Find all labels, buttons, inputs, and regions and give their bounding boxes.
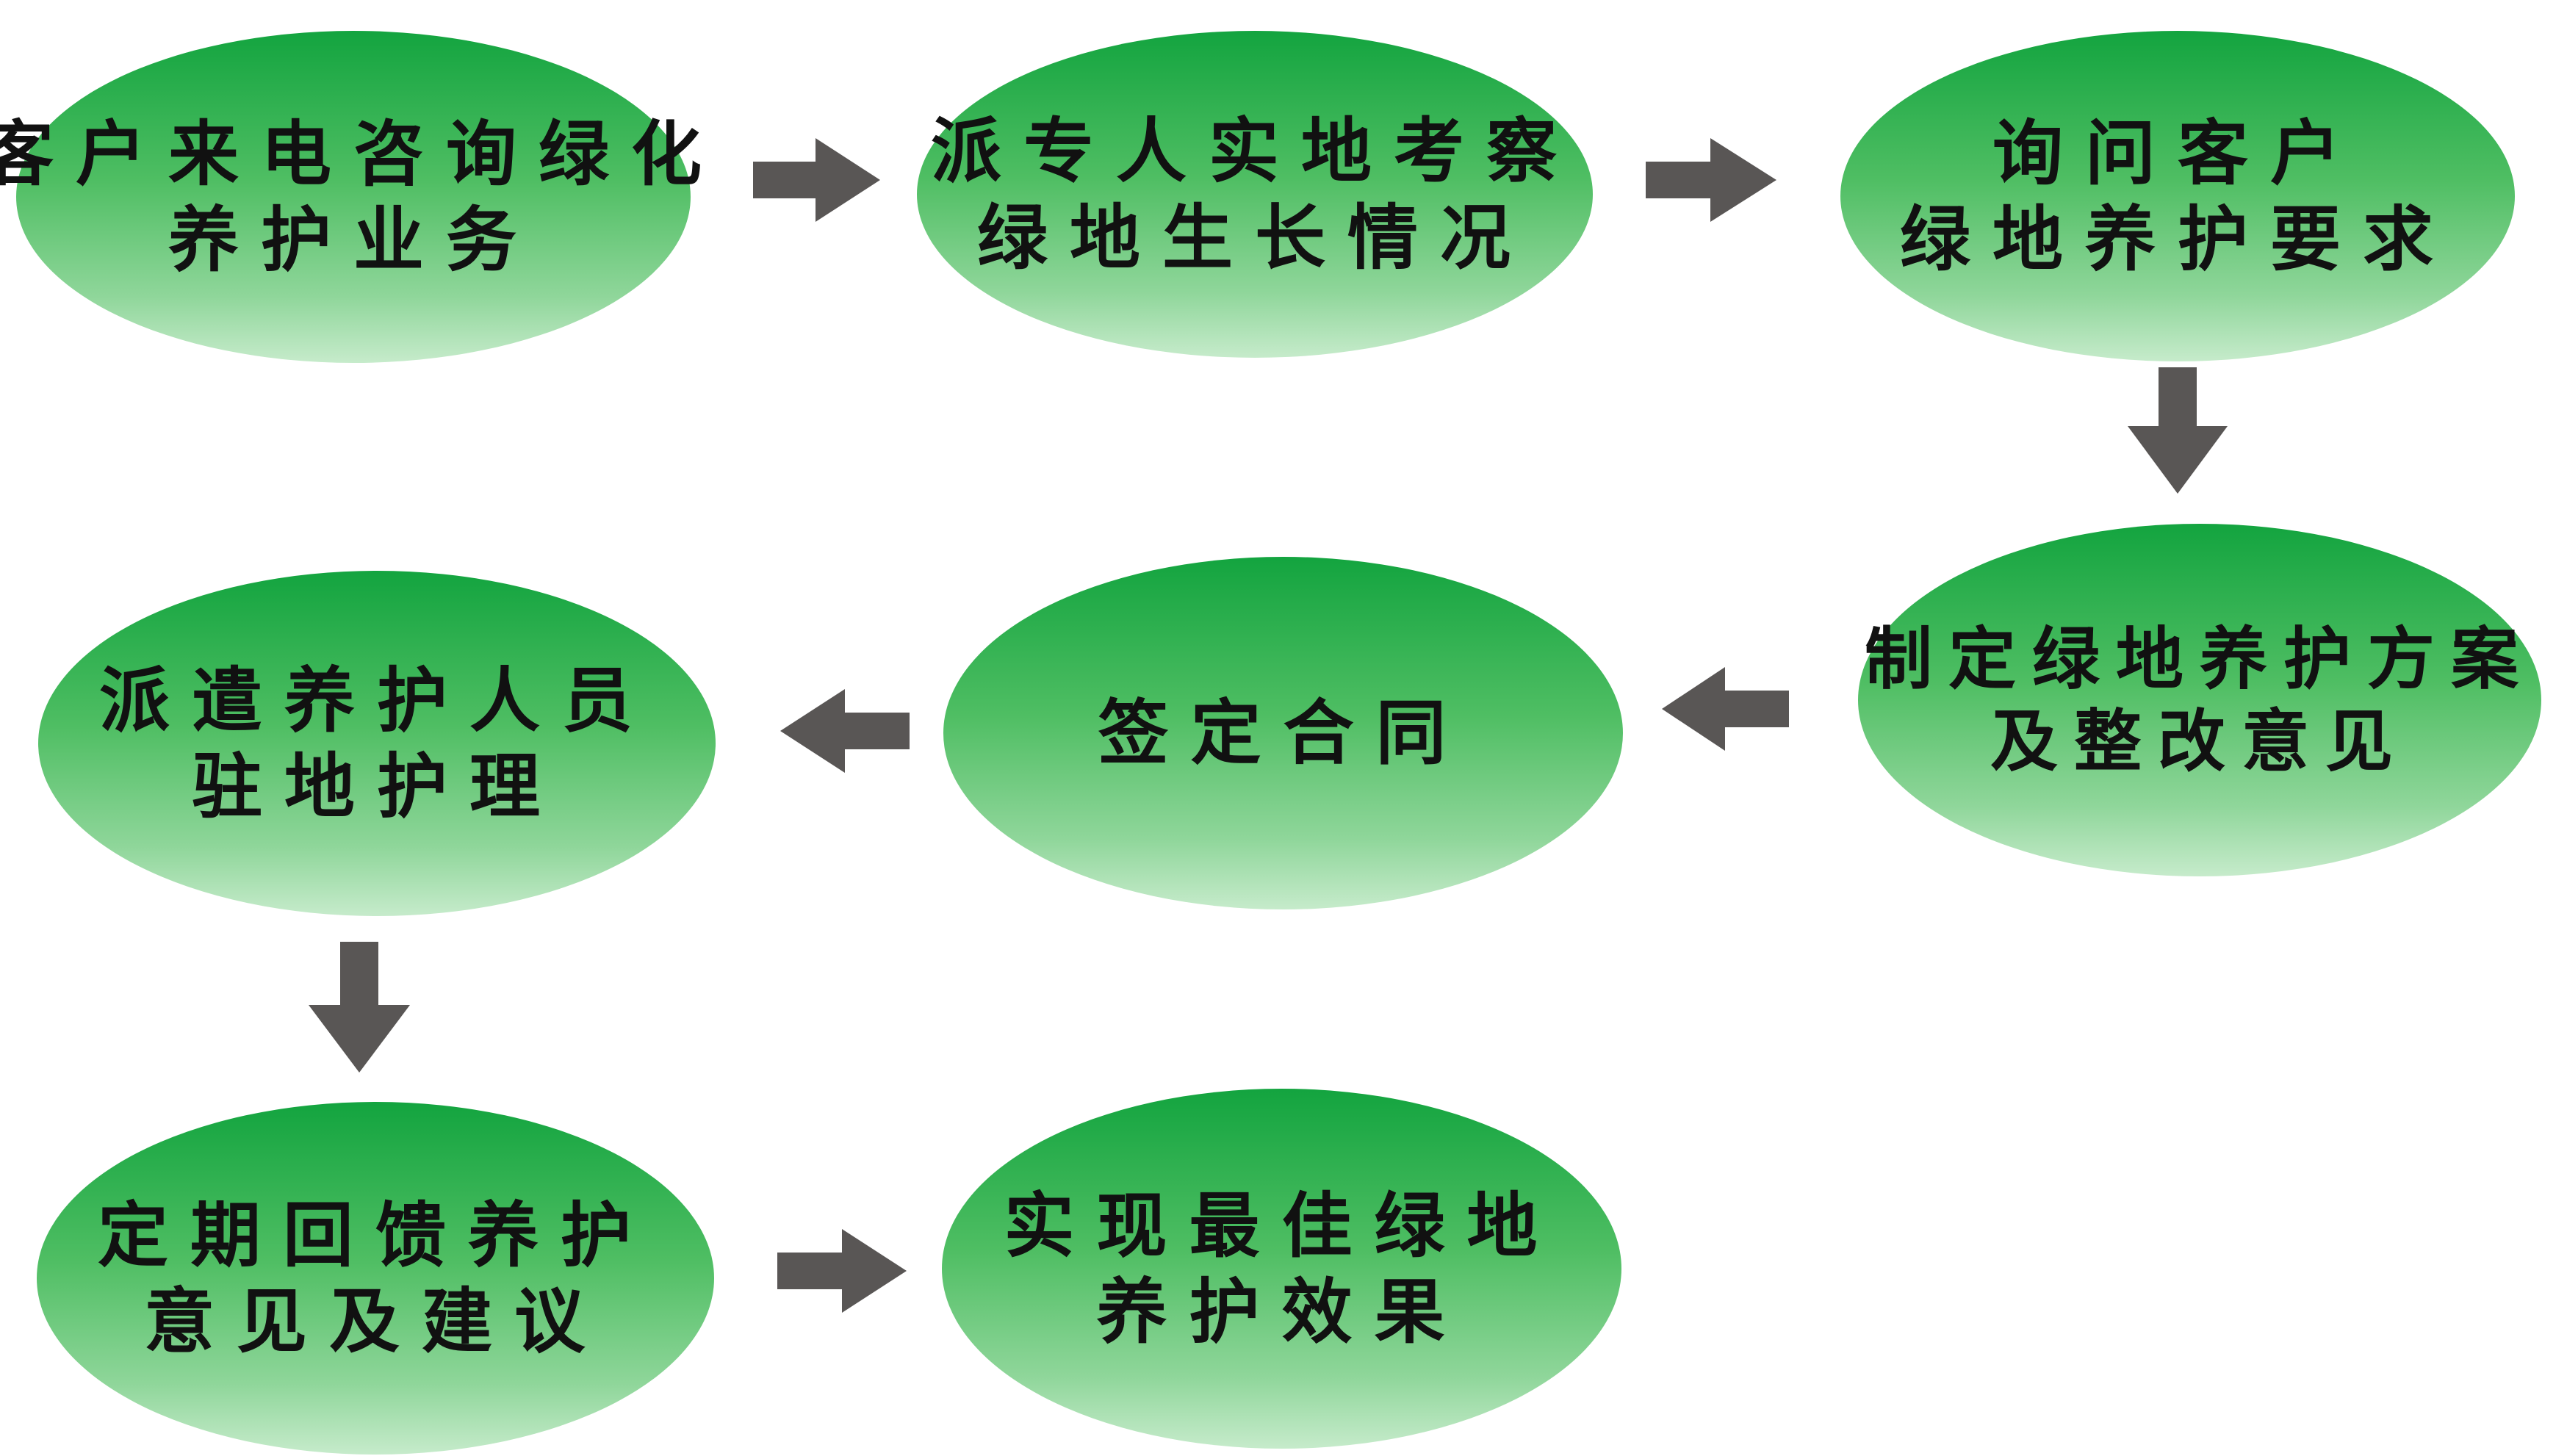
- step-5-line-1: 签定合同: [1098, 691, 1469, 775]
- step-5-ellipse: 签定合同: [943, 557, 1623, 909]
- step-8-line-1: 实现最佳绿地: [1004, 1183, 1560, 1267]
- step-2-line-1: 派专人实地考察: [931, 109, 1579, 193]
- step-2-ellipse: 派专人实地考察 绿地生长情况: [917, 31, 1593, 358]
- step-6-ellipse: 派遣养护人员 驻地护理: [38, 571, 716, 916]
- step-3-line-2: 绿地养护要求: [1900, 198, 2455, 281]
- step-3-ellipse: 询问客户 绿地养护要求: [1840, 31, 2515, 361]
- step-1-text: 客户来电咨询绿化 养护业务: [0, 111, 724, 283]
- step-1-line-2: 养护业务: [168, 198, 539, 281]
- step-8-ellipse: 实现最佳绿地 养护效果: [942, 1089, 1621, 1449]
- arrow-2-to-3: [1646, 138, 1776, 222]
- step-6-line-1: 派遣养护人员: [99, 658, 655, 742]
- step-6-text: 派遣养护人员 驻地护理: [99, 657, 655, 829]
- arrow-3-to-4: [2128, 367, 2228, 494]
- step-8-text: 实现最佳绿地 养护效果: [1004, 1183, 1560, 1355]
- step-3-text: 询问客户 绿地养护要求: [1900, 110, 2455, 282]
- step-7-ellipse: 定期回馈养护 意见及建议: [37, 1102, 714, 1455]
- step-4-line-1: 制定绿地养护方案: [1864, 619, 2535, 699]
- step-4-text: 制定绿地养护方案 及整改意见: [1865, 618, 2535, 782]
- step-4-line-2: 及整改意见: [1990, 702, 2409, 781]
- step-1-line-1: 客户来电咨询绿化: [0, 112, 724, 195]
- arrow-6-to-7: [309, 942, 410, 1073]
- step-7-line-1: 定期回馈养护: [98, 1193, 653, 1277]
- step-1-ellipse: 客户来电咨询绿化 养护业务: [0, 31, 702, 363]
- step-7-line-2: 意见及建议: [144, 1280, 607, 1363]
- step-6-line-2: 驻地护理: [192, 745, 562, 828]
- step-4-ellipse: 制定绿地养护方案 及整改意见: [1858, 524, 2541, 876]
- step-2-text: 派专人实地考察 绿地生长情况: [931, 108, 1579, 280]
- arrow-7-to-8: [777, 1229, 907, 1313]
- step-2-line-2: 绿地生长情况: [977, 195, 1533, 279]
- arrow-5-to-6: [780, 689, 910, 773]
- arrow-4-to-5: [1662, 667, 1789, 751]
- arrow-1-to-2: [753, 138, 880, 222]
- step-3-line-1: 询问客户: [1992, 111, 2363, 195]
- step-8-line-2: 养护效果: [1096, 1270, 1467, 1353]
- step-7-text: 定期回馈养护 意见及建议: [98, 1192, 653, 1364]
- step-5-text: 签定合同: [1098, 690, 1469, 776]
